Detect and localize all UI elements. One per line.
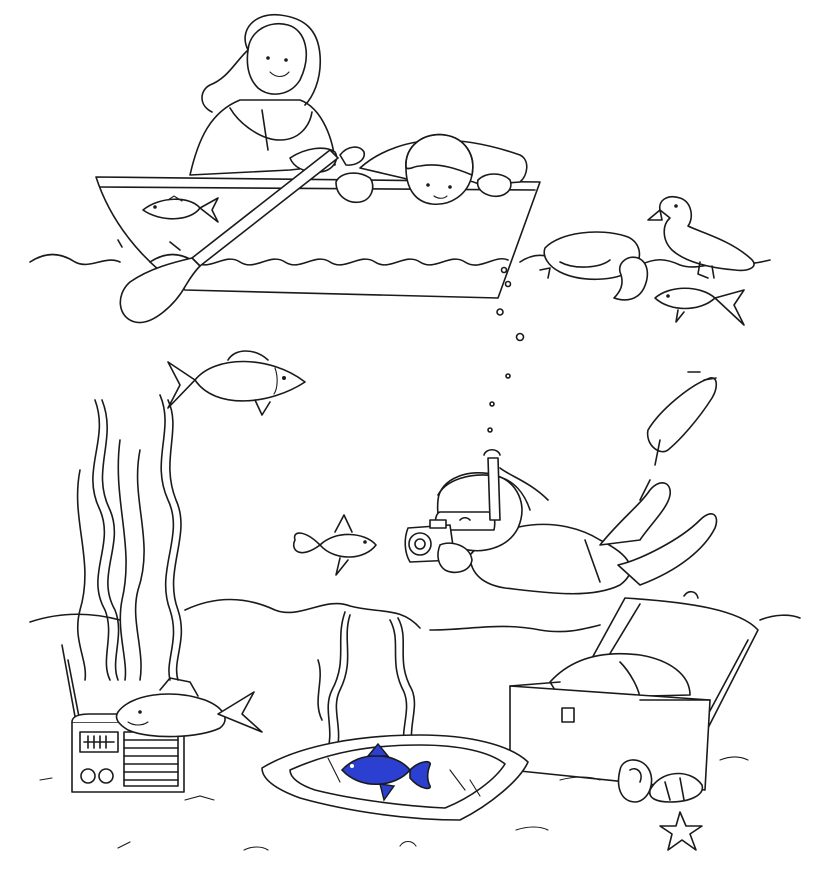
- seabed-pebbles: [39, 756, 749, 851]
- goldfish-middle: [293, 514, 377, 576]
- starfish: [659, 811, 703, 851]
- fish-small-right: [654, 287, 745, 326]
- duck-standing: [647, 195, 755, 279]
- fish-large-left: [167, 350, 306, 416]
- seabed-horizon: [29, 598, 801, 633]
- oar: [119, 149, 339, 324]
- air-bubbles: [487, 266, 525, 433]
- seaweed-center: [317, 611, 416, 756]
- boy-figure: [335, 133, 528, 205]
- picture-frame: [261, 734, 529, 821]
- snorkel-diver: [404, 371, 718, 595]
- seaweed-left: [76, 394, 183, 681]
- duck-swimming: [539, 231, 649, 301]
- rowboat: [95, 176, 541, 299]
- boat-fish-decal: [142, 195, 219, 223]
- blue-fish: [340, 742, 431, 802]
- shells: [617, 759, 704, 803]
- mother-figure: [189, 13, 366, 176]
- fish-on-radio: [115, 677, 263, 738]
- treasure-chest: [509, 590, 759, 791]
